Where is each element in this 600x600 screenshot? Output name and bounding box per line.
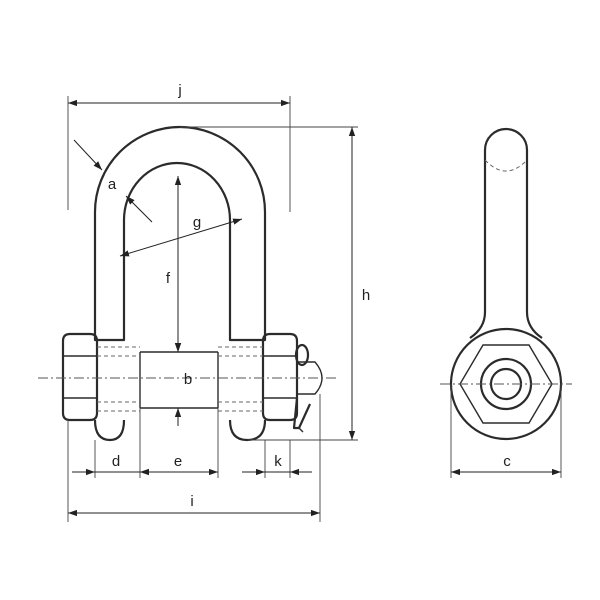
label-e: e [174, 453, 182, 470]
pin-body [139, 351, 219, 409]
left-hex-nut [61, 332, 99, 422]
dimension-c: c [450, 384, 562, 478]
shackle-front-view [38, 125, 338, 442]
label-j: j [177, 82, 181, 99]
label-f: f [166, 270, 171, 287]
shackle-left-leg-end [93, 419, 126, 442]
cotter-pin [292, 343, 311, 433]
label-d: d [112, 453, 120, 470]
label-i: i [190, 493, 193, 510]
dimension-a: a [73, 139, 153, 223]
shackle-right-leg-end [228, 419, 267, 442]
shackle-bow [93, 125, 267, 342]
dimension-g: g [119, 214, 243, 257]
side-bow-tip [483, 127, 529, 160]
label-a: a [108, 176, 117, 193]
side-bow-hidden [484, 159, 528, 172]
dimension-e: e [140, 453, 218, 476]
label-h: h [362, 287, 370, 304]
label-g: g [193, 214, 201, 231]
side-leg [469, 160, 543, 339]
dimension-j: j [67, 82, 291, 212]
dimension-i: i [68, 493, 320, 517]
right-hex-nut [261, 332, 299, 422]
dimension-k: k [242, 453, 312, 476]
dimension-h: h [180, 126, 370, 441]
label-b: b [184, 371, 192, 388]
pin-hidden-lines [97, 346, 263, 412]
side-pin-outer [479, 357, 533, 411]
shackle-side-view [440, 127, 572, 441]
dimension-b: b [174, 334, 192, 426]
label-c: c [503, 453, 511, 470]
dimension-f: f [166, 176, 182, 352]
dimension-d: d [72, 453, 163, 476]
bottom-extension-lines [67, 394, 321, 522]
label-k: k [274, 453, 282, 470]
